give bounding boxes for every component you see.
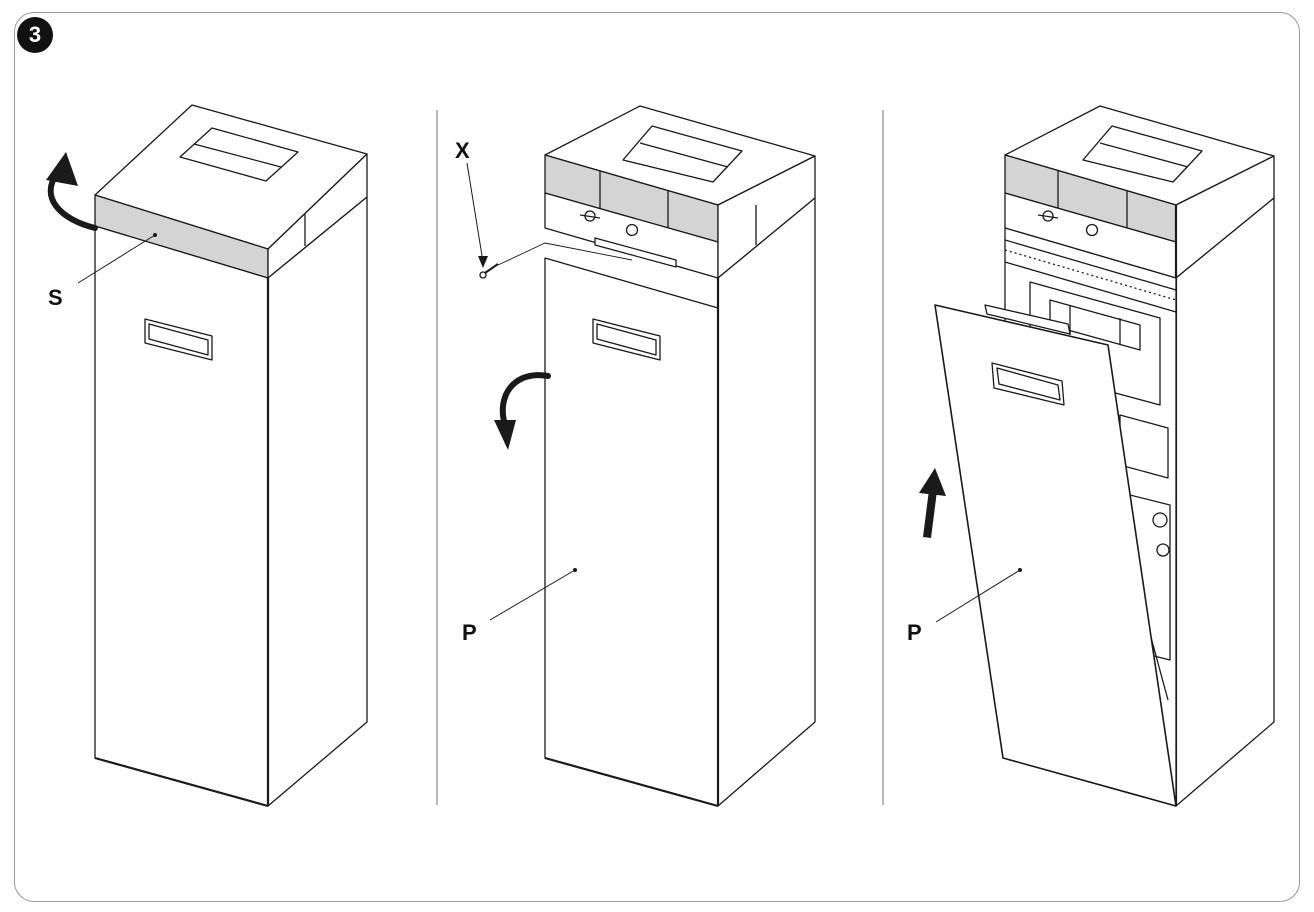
leader-s	[77, 234, 156, 284]
callout-p-right: P	[907, 620, 922, 645]
front-panel	[94, 225, 269, 807]
callout-s: S	[48, 285, 63, 310]
side-panel	[267, 196, 368, 807]
side-panel	[1175, 197, 1275, 807]
callout-x: X	[455, 138, 470, 163]
screw-path	[497, 242, 633, 266]
front-panel-p	[934, 304, 1177, 807]
unit-panel-removed	[919, 105, 1275, 807]
leader-p-middle	[489, 569, 576, 621]
step-badge: 3	[17, 17, 53, 53]
panel-top-lip	[984, 304, 1071, 335]
unit-panel-unscrewed	[466, 105, 816, 808]
panel-handle	[991, 362, 1065, 406]
panel-handle	[592, 318, 661, 361]
side-panel	[717, 197, 816, 807]
leader-p-right	[935, 569, 1021, 623]
screw-x	[479, 263, 499, 279]
callout-p-middle: P	[462, 620, 477, 645]
curved-arrow-icon	[499, 372, 551, 428]
figure-frame	[14, 12, 1300, 902]
top-vent	[179, 127, 299, 182]
unit-closed	[46, 104, 368, 808]
panel-handle	[144, 318, 213, 361]
up-arrow-icon	[919, 468, 946, 538]
leader-x	[466, 162, 484, 263]
